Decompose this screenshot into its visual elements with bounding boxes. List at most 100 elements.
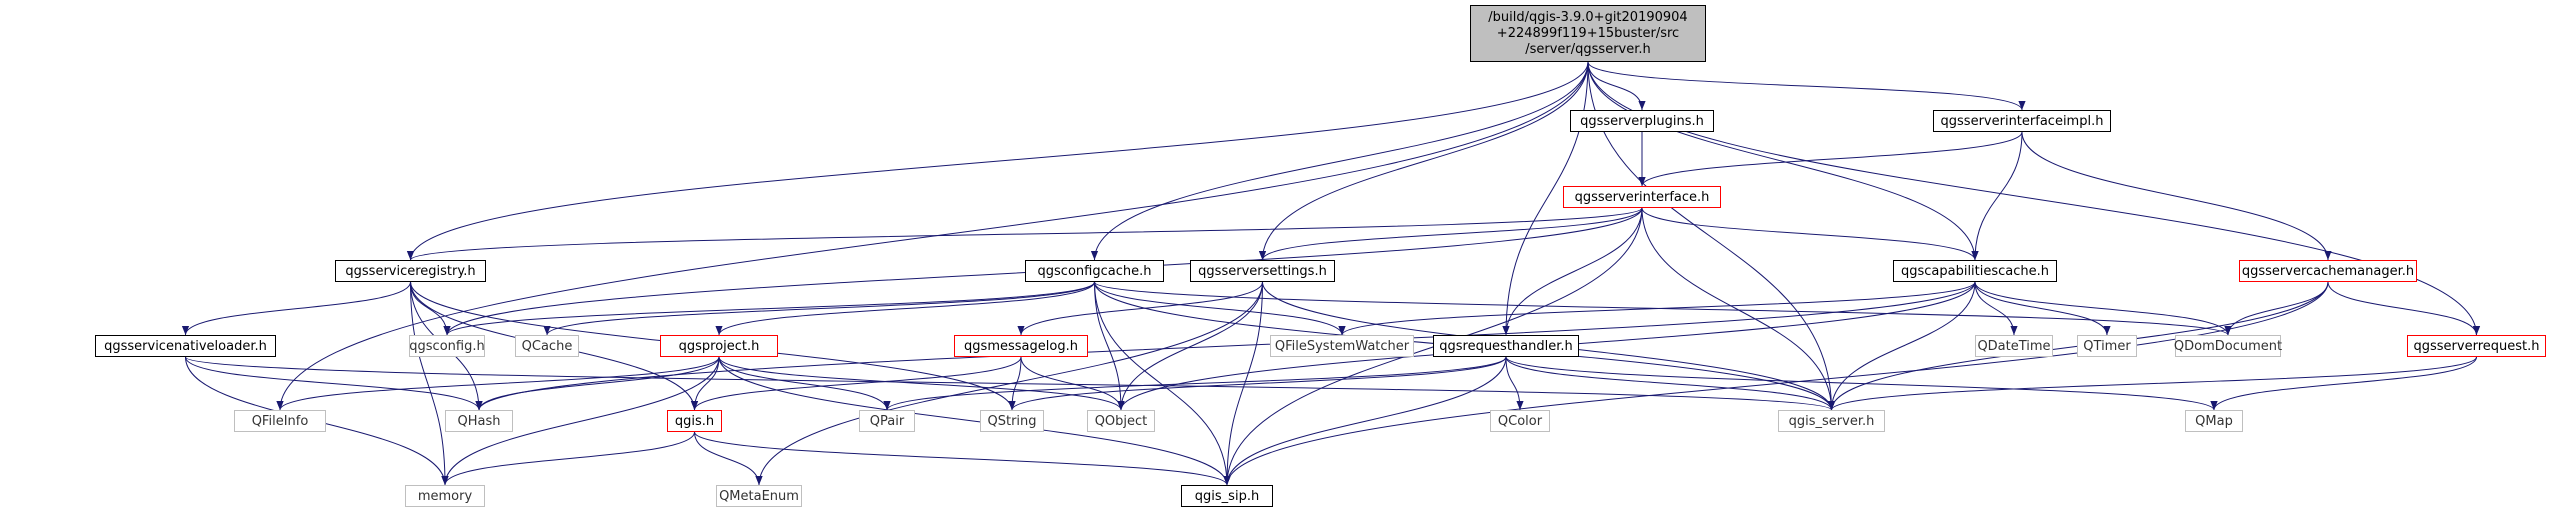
node-qcolor: QColor	[1490, 410, 1550, 432]
node-label: QDateTime	[1977, 338, 2051, 354]
node-root[interactable]: /build/qgis-3.9.0+git20190904 +224899f11…	[1470, 5, 1706, 62]
node-servicenativeloader[interactable]: qgsservicenativeloader.h	[95, 335, 276, 357]
node-qcache: QCache	[515, 335, 579, 357]
node-label: QTimer	[2083, 338, 2131, 354]
edge-capabilitiescache-to-qfsw	[1338, 281, 1976, 336]
node-label: qgis_sip.h	[1194, 488, 1260, 504]
edge-root-to-requesthandler	[1502, 61, 1589, 336]
node-requesthandler[interactable]: qgsrequesthandler.h	[1433, 335, 1579, 357]
node-label: QMap	[2195, 413, 2233, 429]
edge-serverrequest-to-qgisserver	[1828, 356, 2477, 411]
edge-root-to-serverrequest	[1587, 61, 2481, 336]
edge-serviceregistry-to-memory	[410, 281, 449, 486]
node-label: QColor	[1497, 413, 1543, 429]
node-qpair: QPair	[859, 410, 915, 432]
edge-serverinterface-to-capabilitiescache	[1641, 207, 1979, 261]
node-qdomdocument: QDomDocument	[2173, 335, 2283, 357]
node-label: qgsserviceregistry.h	[345, 263, 476, 279]
edge-requesthandler-to-qpair	[883, 356, 1507, 411]
edge-configcache-to-qgissip	[1094, 281, 1231, 486]
node-label: qgsserverrequest.h	[2413, 338, 2540, 354]
edge-root-to-serviceregistry	[407, 61, 1589, 261]
node-serverrequest[interactable]: qgsserverrequest.h	[2407, 335, 2546, 357]
node-label: qgis.h	[674, 413, 715, 429]
node-label: qgsserverinterface.h	[1574, 189, 1710, 205]
edge-root-to-capabilitiescache	[1587, 61, 1979, 261]
node-label: qgis_server.h	[1788, 413, 1875, 429]
edge-cachemanager-to-serverrequest	[2327, 281, 2481, 336]
edge-capabilitiescache-to-qdomdocument	[1974, 281, 2232, 336]
edge-qgsproject-to-qhash	[475, 356, 720, 411]
node-serverinterface[interactable]: qgsserverinterface.h	[1563, 186, 1721, 208]
node-configcache[interactable]: qgsconfigcache.h	[1025, 260, 1164, 282]
node-qgsproject[interactable]: qgsproject.h	[660, 335, 778, 357]
node-qdatetime: QDateTime	[1975, 335, 2053, 357]
node-serversettings[interactable]: qgsserversettings.h	[1190, 260, 1335, 282]
node-qhash: QHash	[445, 410, 513, 432]
node-label: /build/qgis-3.9.0+git20190904 +224899f11…	[1488, 9, 1688, 57]
edge-interfaceimpl-to-serverinterface	[1638, 131, 2023, 187]
node-serviceregistry[interactable]: qgsserviceregistry.h	[335, 260, 486, 282]
edge-qgis-to-qmetaenum	[694, 431, 763, 486]
node-label: qgsservercachemanager.h	[2241, 263, 2415, 279]
edge-requesthandler-to-qgisserver	[1505, 356, 1836, 411]
node-qgsconfig: qgsconfig.h	[409, 335, 485, 357]
edge-configcache-to-qgsproject	[715, 281, 1095, 336]
edge-qgis-to-memory	[441, 431, 695, 486]
node-qgissip[interactable]: qgis_sip.h	[1181, 485, 1273, 507]
edge-root-to-configcache	[1090, 61, 1589, 261]
node-serverplugins[interactable]: qgsserverplugins.h	[1570, 110, 1714, 132]
edge-requesthandler-to-qstring	[1008, 356, 1507, 411]
node-label: qgsmessagelog.h	[964, 338, 1078, 354]
node-label: QObject	[1094, 413, 1148, 429]
edge-serviceregistry-to-qgsconfig	[410, 281, 451, 336]
edge-qgsproject-to-qgissip	[718, 356, 1231, 486]
edge-root-to-serverplugins	[1587, 61, 1646, 111]
node-label: QDomDocument	[2173, 338, 2283, 354]
edge-configcache-to-qgsconfig	[443, 281, 1095, 336]
node-qmap: QMap	[2185, 410, 2243, 432]
edge-qgsproject-to-memory	[441, 356, 720, 486]
node-qfsw: QFileSystemWatcher	[1270, 335, 1414, 357]
edge-qgsproject-to-qobject	[718, 356, 1125, 411]
node-memory: memory	[405, 485, 485, 507]
edge-root-to-interfaceimpl	[1587, 61, 2026, 111]
edge-configcache-to-qfsw	[1094, 281, 1346, 336]
node-label: qgsproject.h	[678, 338, 760, 354]
node-label: qgsconfigcache.h	[1037, 263, 1152, 279]
edge-interfaceimpl-to-cachemanager	[2021, 131, 2332, 261]
node-label: qgsrequesthandler.h	[1439, 338, 1573, 354]
node-label: qgsserverplugins.h	[1580, 113, 1704, 129]
node-label: memory	[417, 488, 473, 504]
node-label: qgscapabilitiescache.h	[1900, 263, 2050, 279]
edge-servicenativeloader-to-qhash	[185, 356, 483, 411]
node-label: QCache	[521, 338, 573, 354]
node-messagelog[interactable]: qgsmessagelog.h	[954, 335, 1088, 357]
edge-qgis-to-qgissip	[694, 431, 1231, 486]
node-label: QString	[987, 413, 1037, 429]
node-interfaceimpl[interactable]: qgsserverinterfaceimpl.h	[1933, 110, 2111, 132]
node-label: qgsconfig.h	[409, 338, 485, 354]
edge-configcache-to-qobject	[1094, 281, 1125, 411]
edge-requesthandler-to-qcolor	[1505, 356, 1524, 411]
edge-qgsproject-to-qpair	[718, 356, 891, 411]
node-label: QFileSystemWatcher	[1274, 338, 1410, 354]
edge-qgsproject-to-qfileinfo	[276, 356, 720, 411]
edge-interfaceimpl-to-capabilitiescache	[1971, 131, 2023, 261]
node-label: qgsserverinterfaceimpl.h	[1940, 113, 2104, 129]
edge-messagelog-to-qgis	[690, 356, 1022, 411]
edge-serverinterface-to-requesthandler	[1502, 207, 1643, 336]
node-qgis[interactable]: qgis.h	[667, 410, 722, 432]
edge-capabilitiescache-to-qgisserver	[1827, 281, 1976, 411]
edge-cachemanager-to-qdomdocument	[2224, 281, 2329, 336]
edge-serversettings-to-messagelog	[1017, 281, 1263, 336]
edge-requesthandler-to-qgissip	[1223, 356, 1507, 486]
node-qmetaenum: QMetaEnum	[716, 485, 802, 507]
node-label: qgsservicenativeloader.h	[104, 338, 267, 354]
edge-requesthandler-to-qmap	[1505, 356, 2218, 411]
node-capabilitiescache[interactable]: qgscapabilitiescache.h	[1893, 260, 2057, 282]
edge-root-to-serversettings	[1258, 61, 1589, 261]
node-cachemanager[interactable]: qgsservercachemanager.h	[2239, 260, 2417, 282]
node-label: QHash	[457, 413, 501, 429]
